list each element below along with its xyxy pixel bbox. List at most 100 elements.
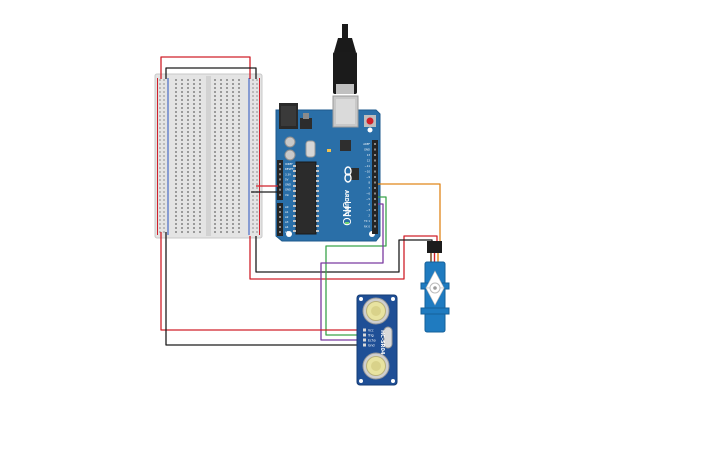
breadboard-hole[interactable] (232, 219, 234, 221)
breadboard-rail-hole[interactable] (256, 123, 258, 125)
breadboard-hole[interactable] (199, 107, 201, 109)
breadboard-hole[interactable] (238, 147, 240, 149)
breadboard-rail-hole[interactable] (256, 103, 258, 105)
breadboard-rail-hole[interactable] (256, 127, 258, 129)
breadboard-rail-hole[interactable] (252, 231, 254, 233)
breadboard-hole[interactable] (226, 123, 228, 125)
breadboard-hole[interactable] (214, 171, 216, 173)
breadboard-hole[interactable] (214, 127, 216, 129)
breadboard-hole[interactable] (187, 91, 189, 93)
breadboard-rail-hole[interactable] (256, 107, 258, 109)
header-pin[interactable] (279, 231, 281, 233)
breadboard-hole[interactable] (232, 87, 234, 89)
breadboard-rail-hole[interactable] (159, 79, 161, 81)
breadboard-hole[interactable] (193, 167, 195, 169)
breadboard-hole[interactable] (187, 83, 189, 85)
breadboard-rail-hole[interactable] (159, 87, 161, 89)
breadboard-rail-hole[interactable] (256, 139, 258, 141)
breadboard-hole[interactable] (214, 83, 216, 85)
breadboard-hole[interactable] (187, 175, 189, 177)
breadboard-hole[interactable] (181, 187, 183, 189)
breadboard-hole[interactable] (199, 131, 201, 133)
breadboard-rail-hole[interactable] (252, 203, 254, 205)
breadboard-hole[interactable] (175, 95, 177, 97)
breadboard-hole[interactable] (187, 107, 189, 109)
breadboard-hole[interactable] (214, 143, 216, 145)
breadboard-hole[interactable] (214, 115, 216, 117)
breadboard-hole[interactable] (181, 95, 183, 97)
breadboard-hole[interactable] (199, 163, 201, 165)
breadboard-hole[interactable] (220, 123, 222, 125)
breadboard-rail-hole[interactable] (159, 219, 161, 221)
breadboard-hole[interactable] (226, 195, 228, 197)
breadboard-hole[interactable] (193, 91, 195, 93)
breadboard-hole[interactable] (181, 175, 183, 177)
breadboard-hole[interactable] (226, 163, 228, 165)
breadboard-hole[interactable] (175, 103, 177, 105)
breadboard-hole[interactable] (220, 139, 222, 141)
breadboard-rail-hole[interactable] (163, 195, 165, 197)
breadboard-rail-hole[interactable] (256, 147, 258, 149)
breadboard-hole[interactable] (238, 195, 240, 197)
breadboard-rail-hole[interactable] (163, 87, 165, 89)
breadboard-rail-hole[interactable] (252, 107, 254, 109)
breadboard-hole[interactable] (193, 159, 195, 161)
breadboard-hole[interactable] (226, 219, 228, 221)
breadboard-rail-hole[interactable] (163, 215, 165, 217)
breadboard-hole[interactable] (199, 103, 201, 105)
breadboard-hole[interactable] (238, 207, 240, 209)
breadboard-hole[interactable] (199, 211, 201, 213)
breadboard-hole[interactable] (181, 191, 183, 193)
breadboard-hole[interactable] (193, 219, 195, 221)
breadboard-hole[interactable] (175, 155, 177, 157)
breadboard-rail-hole[interactable] (163, 227, 165, 229)
header-pin[interactable] (374, 159, 376, 162)
breadboard-rail-hole[interactable] (256, 223, 258, 225)
breadboard-rail-hole[interactable] (163, 115, 165, 117)
breadboard-hole[interactable] (175, 227, 177, 229)
breadboard-rail-hole[interactable] (159, 107, 161, 109)
breadboard-hole[interactable] (238, 211, 240, 213)
breadboard-hole[interactable] (199, 231, 201, 233)
breadboard-hole[interactable] (187, 199, 189, 201)
breadboard-hole[interactable] (238, 151, 240, 153)
breadboard-hole[interactable] (181, 223, 183, 225)
breadboard-hole[interactable] (175, 79, 177, 81)
breadboard-hole[interactable] (181, 127, 183, 129)
header-pin[interactable] (374, 181, 376, 184)
breadboard-rail-hole[interactable] (163, 151, 165, 153)
breadboard-hole[interactable] (232, 95, 234, 97)
breadboard-hole[interactable] (181, 167, 183, 169)
wire-red[interactable] (160, 232, 365, 331)
breadboard-hole[interactable] (214, 195, 216, 197)
breadboard-hole[interactable] (214, 187, 216, 189)
breadboard-rail-hole[interactable] (252, 195, 254, 197)
breadboard-rail-hole[interactable] (256, 119, 258, 121)
breadboard-hole[interactable] (232, 175, 234, 177)
breadboard-hole[interactable] (175, 219, 177, 221)
breadboard-rail-hole[interactable] (159, 175, 161, 177)
breadboard-rail-hole[interactable] (252, 139, 254, 141)
breadboard-hole[interactable] (226, 115, 228, 117)
breadboard-hole[interactable] (187, 95, 189, 97)
breadboard-hole[interactable] (214, 203, 216, 205)
breadboard-hole[interactable] (220, 175, 222, 177)
breadboard-hole[interactable] (193, 79, 195, 81)
breadboard-hole[interactable] (238, 171, 240, 173)
breadboard-hole[interactable] (181, 171, 183, 173)
breadboard-rail-hole[interactable] (159, 91, 161, 93)
breadboard-hole[interactable] (238, 179, 240, 181)
header-pin[interactable] (374, 220, 376, 222)
header-pin[interactable] (279, 188, 281, 191)
breadboard-rail-hole[interactable] (163, 167, 165, 169)
breadboard-hole[interactable] (181, 231, 183, 233)
breadboard-rail-hole[interactable] (252, 207, 254, 209)
breadboard-rail-hole[interactable] (252, 91, 254, 93)
breadboard-rail-hole[interactable] (159, 123, 161, 125)
breadboard-hole[interactable] (226, 95, 228, 97)
breadboard-hole[interactable] (199, 135, 201, 137)
breadboard-hole[interactable] (238, 115, 240, 117)
breadboard-rail-hole[interactable] (159, 127, 161, 129)
breadboard-rail-hole[interactable] (163, 127, 165, 129)
breadboard-rail-hole[interactable] (163, 119, 165, 121)
